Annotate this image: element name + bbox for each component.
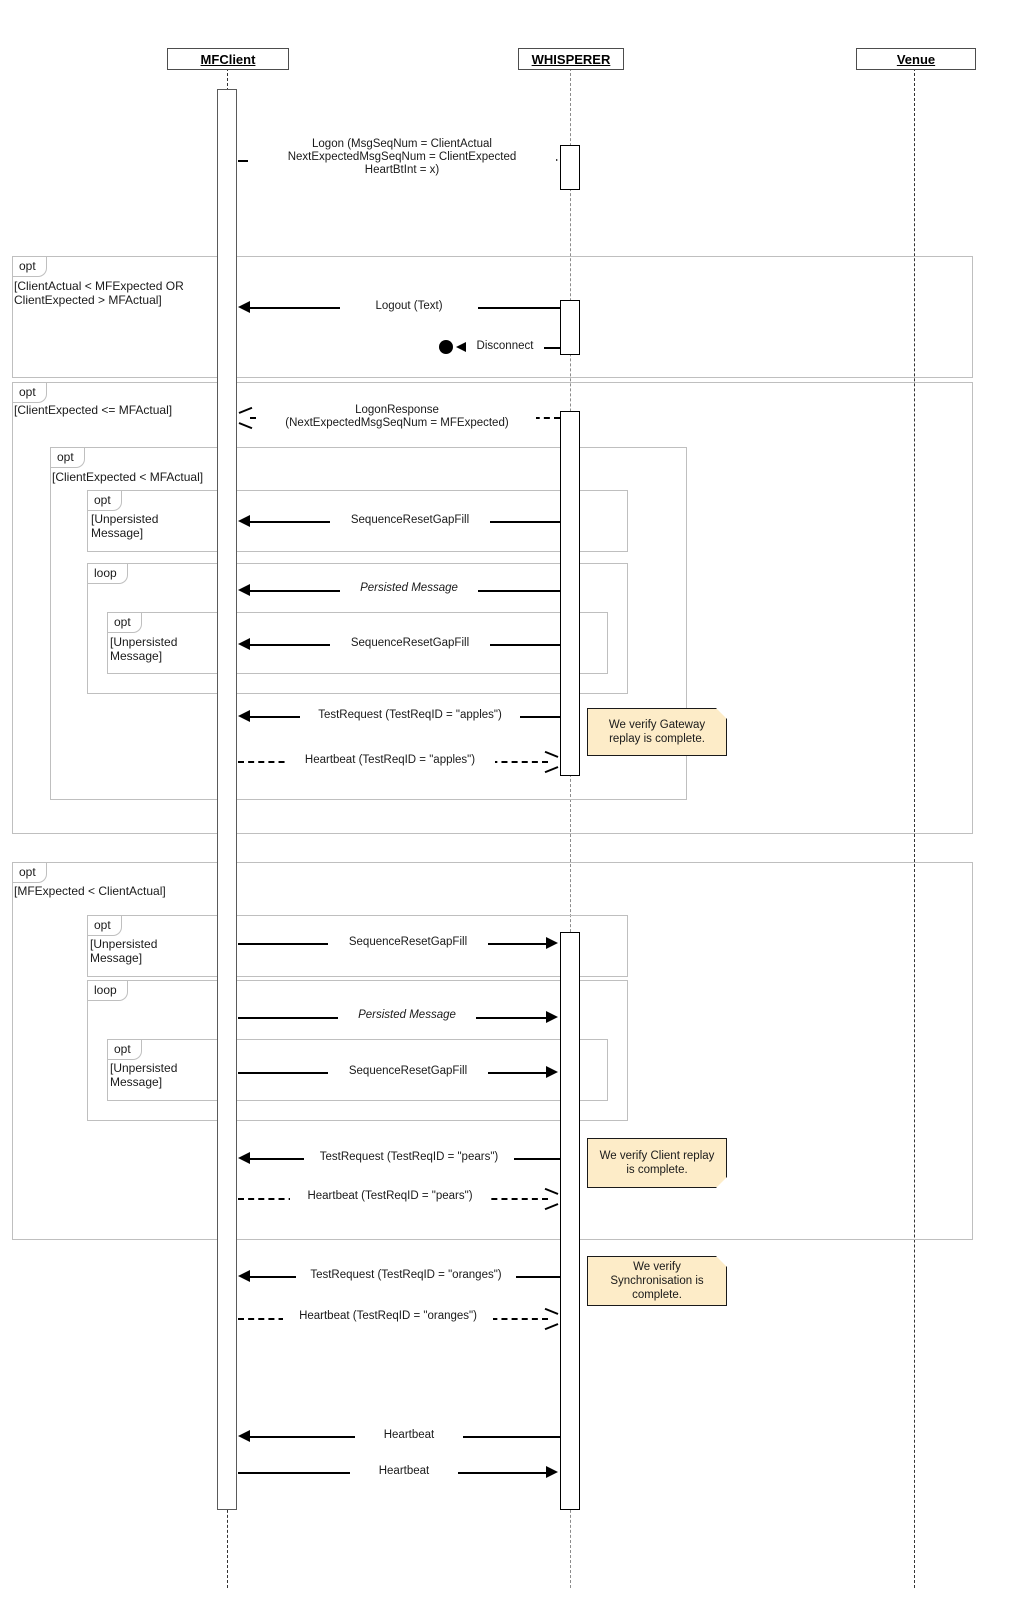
fragment-opt4-condition: [Unpersisted Message]	[91, 512, 159, 540]
fragment-opt6-kind: opt	[13, 863, 47, 883]
fragment-opt6	[12, 862, 973, 1240]
message-m12-arrowhead	[546, 1066, 558, 1078]
message-m17-arrowhead	[238, 1430, 250, 1442]
message-m15-arrowhead	[238, 1270, 250, 1282]
message-m10-arrowhead	[546, 937, 558, 949]
message-m4-label: LogonResponse (NextExpectedMsgSeqNum = M…	[258, 404, 536, 430]
fragment-opt2-condition: [ClientExpected <= MFActual]	[14, 403, 173, 417]
participant-whisperer-label: WHISPERER	[531, 51, 611, 67]
lifeline-venue	[914, 68, 915, 1588]
fragment-loop2	[87, 980, 628, 1121]
message-m7-arrowhead	[238, 638, 250, 650]
note-fold-corner-icon	[716, 1256, 727, 1267]
note-client-replay: We verify Client replay is complete.	[587, 1138, 727, 1188]
message-m17-label: Heartbeat	[355, 1429, 463, 1442]
message-m6-arrowhead	[238, 584, 250, 596]
message-m5-arrowhead	[238, 515, 250, 527]
message-m6-label: Persisted Message	[340, 582, 478, 595]
message-m13-arrowhead	[238, 1152, 250, 1164]
fragment-opt8-kind: opt	[108, 1040, 142, 1060]
message-m1-label: Logon (MsgSeqNum = ClientActual NextExpe…	[248, 138, 556, 177]
fragment-opt1-kind: opt	[13, 257, 47, 277]
activation-whisperer-logout	[560, 300, 580, 355]
note-client-replay-text: We verify Client replay is complete.	[599, 1150, 715, 1176]
fragment-opt8	[107, 1039, 608, 1101]
fragment-opt3	[50, 447, 687, 800]
message-m4-arrowhead	[239, 411, 252, 424]
fragment-loop2-kind: loop	[88, 981, 128, 1001]
fragment-opt3-kind: opt	[51, 448, 85, 468]
fragment-opt6-condition: [MFExpected < ClientActual]	[14, 884, 166, 898]
message-m8-label: TestRequest (TestReqID = "apples")	[300, 709, 520, 722]
note-synchronisation-text: We verify Synchronisation is complete.	[610, 1261, 704, 1301]
note-fold-corner-icon	[716, 708, 727, 719]
participant-venue-label: Venue	[896, 51, 936, 67]
fragment-opt4	[87, 490, 628, 552]
fragment-opt4-kind: opt	[88, 491, 122, 511]
fragment-opt7-condition: [Unpersisted Message]	[90, 937, 158, 965]
message-m12-label: SequenceResetGapFill	[328, 1065, 488, 1078]
message-m9-arrowhead	[544, 755, 557, 768]
message-m15-label: TestRequest (TestReqID = "oranges")	[296, 1269, 516, 1282]
message-m3-arrowhead	[456, 341, 468, 353]
fragment-loop1	[87, 563, 628, 694]
fragment-loop1-kind: loop	[88, 564, 128, 584]
participant-whisperer[interactable]: WHISPERER	[518, 48, 624, 70]
fragment-opt8-condition: [Unpersisted Message]	[110, 1061, 178, 1089]
fragment-opt7-kind: opt	[88, 916, 122, 936]
activation-mfclient	[217, 89, 237, 1510]
message-m11-arrowhead	[546, 1011, 558, 1023]
message-m18-label: Heartbeat	[350, 1465, 458, 1478]
participant-mfclient[interactable]: MFClient	[167, 48, 289, 70]
message-m18-arrowhead	[546, 1466, 558, 1478]
note-fold-corner-icon	[716, 1177, 727, 1188]
message-m9-label: Heartbeat (TestReqID = "apples")	[285, 754, 495, 767]
message-m8-arrowhead	[238, 710, 250, 722]
message-m13-label: TestRequest (TestReqID = "pears")	[304, 1151, 514, 1164]
note-synchronisation: We verify Synchronisation is complete.	[587, 1256, 727, 1306]
fragment-opt3-condition: [ClientExpected < MFActual]	[52, 470, 204, 484]
message-m14-label: Heartbeat (TestReqID = "pears")	[290, 1190, 490, 1203]
message-m16-arrowhead	[544, 1312, 557, 1325]
lifeline-whisperer	[570, 68, 571, 1588]
activation-whisperer-sync	[560, 932, 580, 1510]
message-m16-label: Heartbeat (TestReqID = "oranges")	[283, 1310, 493, 1323]
message-m5-label: SequenceResetGapFill	[330, 514, 490, 527]
fragment-opt2-kind: opt	[13, 383, 47, 403]
fragment-opt2	[12, 382, 973, 834]
fragment-opt5	[107, 612, 608, 674]
message-m2-label: Logout (Text)	[340, 300, 478, 313]
fragment-opt1	[12, 256, 973, 378]
message-m2-arrowhead	[238, 301, 250, 313]
message-m3-label: Disconnect	[466, 340, 544, 353]
participant-mfclient-label: MFClient	[200, 51, 256, 67]
message-m14-arrowhead	[544, 1192, 557, 1205]
fragment-opt7	[87, 915, 628, 977]
fragment-opt5-kind: opt	[108, 613, 142, 633]
message-m10-label: SequenceResetGapFill	[328, 936, 488, 949]
fragment-opt1-condition: [ClientActual < MFExpected OR ClientExpe…	[14, 279, 184, 307]
participant-venue[interactable]: Venue	[856, 48, 976, 70]
message-m7-label: SequenceResetGapFill	[330, 637, 490, 650]
note-gateway-replay: We verify Gateway replay is complete.	[587, 708, 727, 756]
message-m11-label: Persisted Message	[338, 1009, 476, 1022]
activation-whisperer-logon	[560, 145, 580, 190]
note-gateway-replay-text: We verify Gateway replay is complete.	[608, 719, 706, 745]
fragment-opt5-condition: [Unpersisted Message]	[110, 635, 178, 663]
activation-whisperer-replay	[560, 411, 580, 776]
stop-marker	[439, 340, 453, 354]
